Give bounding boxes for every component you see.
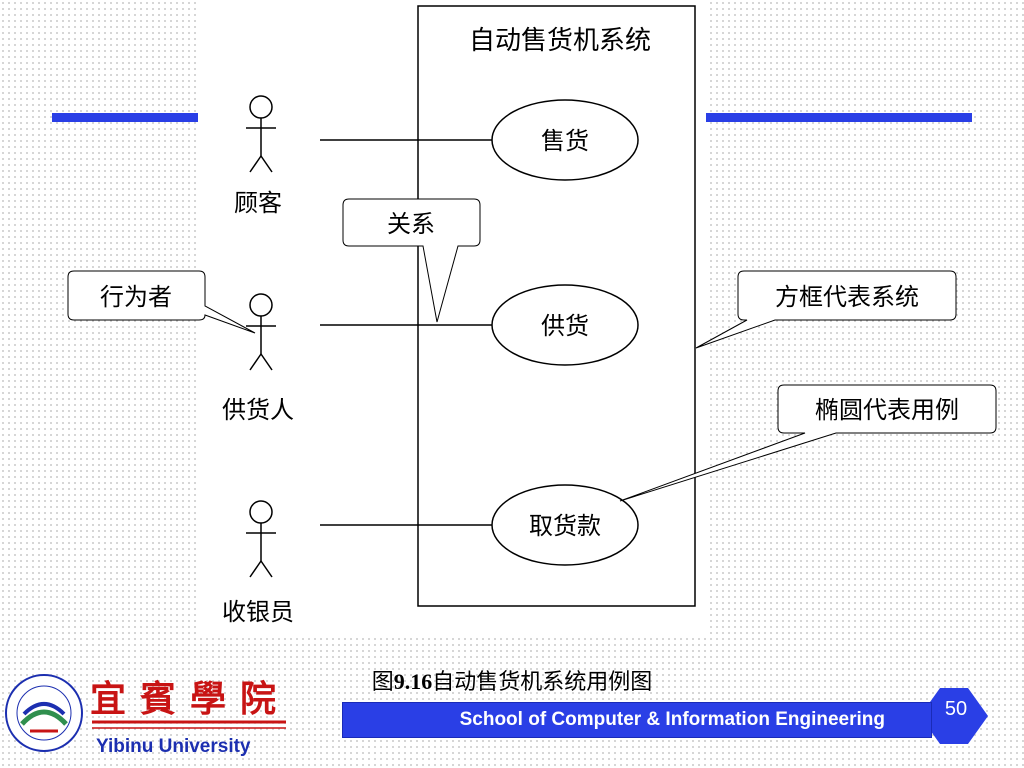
caption-number: 9.16 <box>393 669 433 694</box>
footer-school-name: School of Computer & Information Enginee… <box>459 709 885 730</box>
use-case-collect-money-label: 取货款 <box>529 512 601 540</box>
callout-use-case <box>619 384 997 502</box>
university-name-chinese: 宜賓學院 <box>90 678 291 720</box>
page-number: 50 <box>944 698 968 720</box>
actor-customer <box>246 95 276 173</box>
actor-supplier <box>246 293 276 371</box>
actor-cashier-label: 收银员 <box>222 598 294 626</box>
use-case-collect-money <box>491 484 639 566</box>
actor-supplier-label: 供货人 <box>222 396 294 424</box>
callout-use-case-label: 椭圆代表用例 <box>815 396 959 424</box>
callout-actor-label: 行为者 <box>100 283 172 311</box>
callout-relation-label: 关系 <box>387 210 435 238</box>
university-name-english: Yibinu University <box>96 736 251 757</box>
title-bar-right <box>706 113 972 122</box>
actor-cashier <box>246 500 276 578</box>
system-title: 自动售货机系统 <box>469 26 651 56</box>
page-number-badge <box>920 688 988 744</box>
callout-relation <box>342 198 481 323</box>
use-case-sell-label: 售货 <box>541 127 589 155</box>
caption-prefix: 图 <box>371 670 394 695</box>
footer-school-bar: School of Computer & Information Enginee… <box>342 702 932 738</box>
callout-actor <box>67 270 256 334</box>
use-case-supply <box>491 284 639 366</box>
use-case-supply-label: 供货 <box>541 312 589 340</box>
callout-system-box <box>695 270 957 349</box>
figure-caption: 图9.16自动售货机系统用例图 <box>0 664 1024 696</box>
callout-system-box-label: 方框代表系统 <box>775 283 919 311</box>
use-case-sell <box>491 99 639 181</box>
university-emblem <box>5 674 83 752</box>
actor-customer-label: 顾客 <box>234 189 282 217</box>
caption-text: 自动售货机系统用例图 <box>432 670 653 695</box>
title-bar-left <box>52 113 212 122</box>
